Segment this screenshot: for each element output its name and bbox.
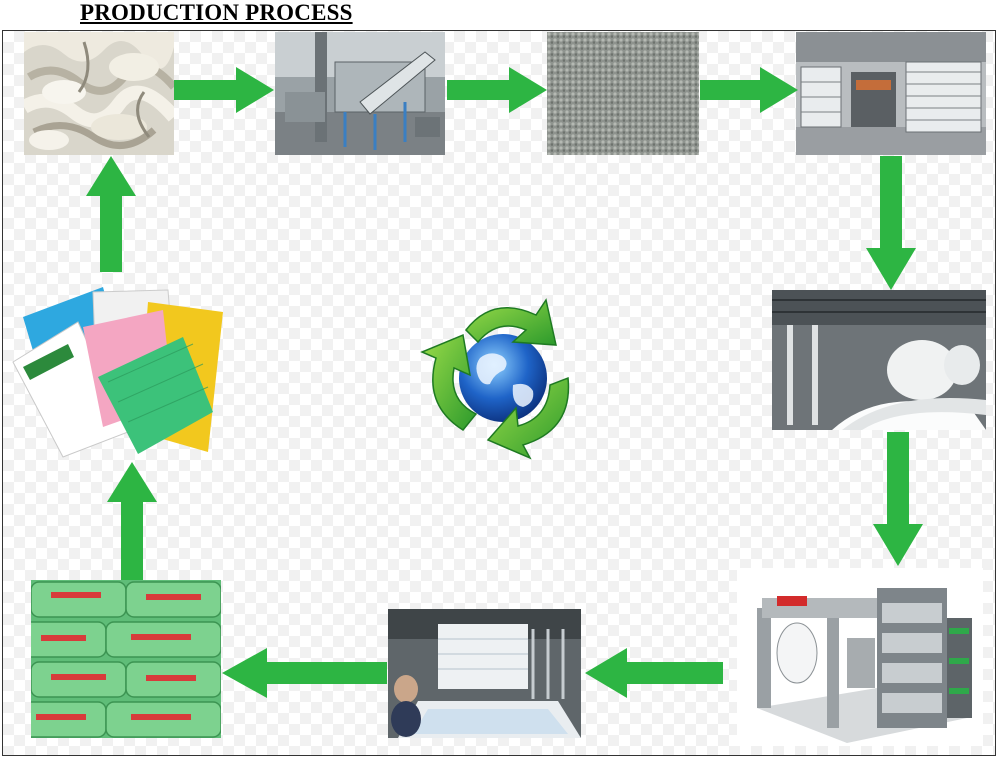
recycle-globe-icon [418, 290, 588, 460]
arrow-right-1 [174, 67, 274, 113]
arrow-up-1 [107, 462, 157, 580]
page-title: PRODUCTION PROCESS [80, 0, 353, 25]
arrow-right-3 [700, 67, 798, 113]
arrow-up-2 [86, 156, 136, 272]
arrow-left-2 [222, 648, 387, 698]
sewing-photo [388, 609, 581, 738]
raw-plastic-scrap-photo [24, 32, 174, 155]
colored-bags-photo [8, 282, 233, 460]
fabric-roll-photo [772, 290, 986, 430]
arrow-left-1 [585, 648, 723, 698]
washing-line-photo [275, 32, 445, 155]
stacked-bags-photo [31, 580, 221, 738]
yarn-machine-photo [796, 32, 986, 155]
printing-machine-photo [737, 568, 983, 746]
granules-photo [547, 32, 699, 155]
arrow-down-1 [866, 156, 916, 290]
arrow-right-2 [447, 67, 547, 113]
arrow-down-2 [873, 432, 923, 566]
